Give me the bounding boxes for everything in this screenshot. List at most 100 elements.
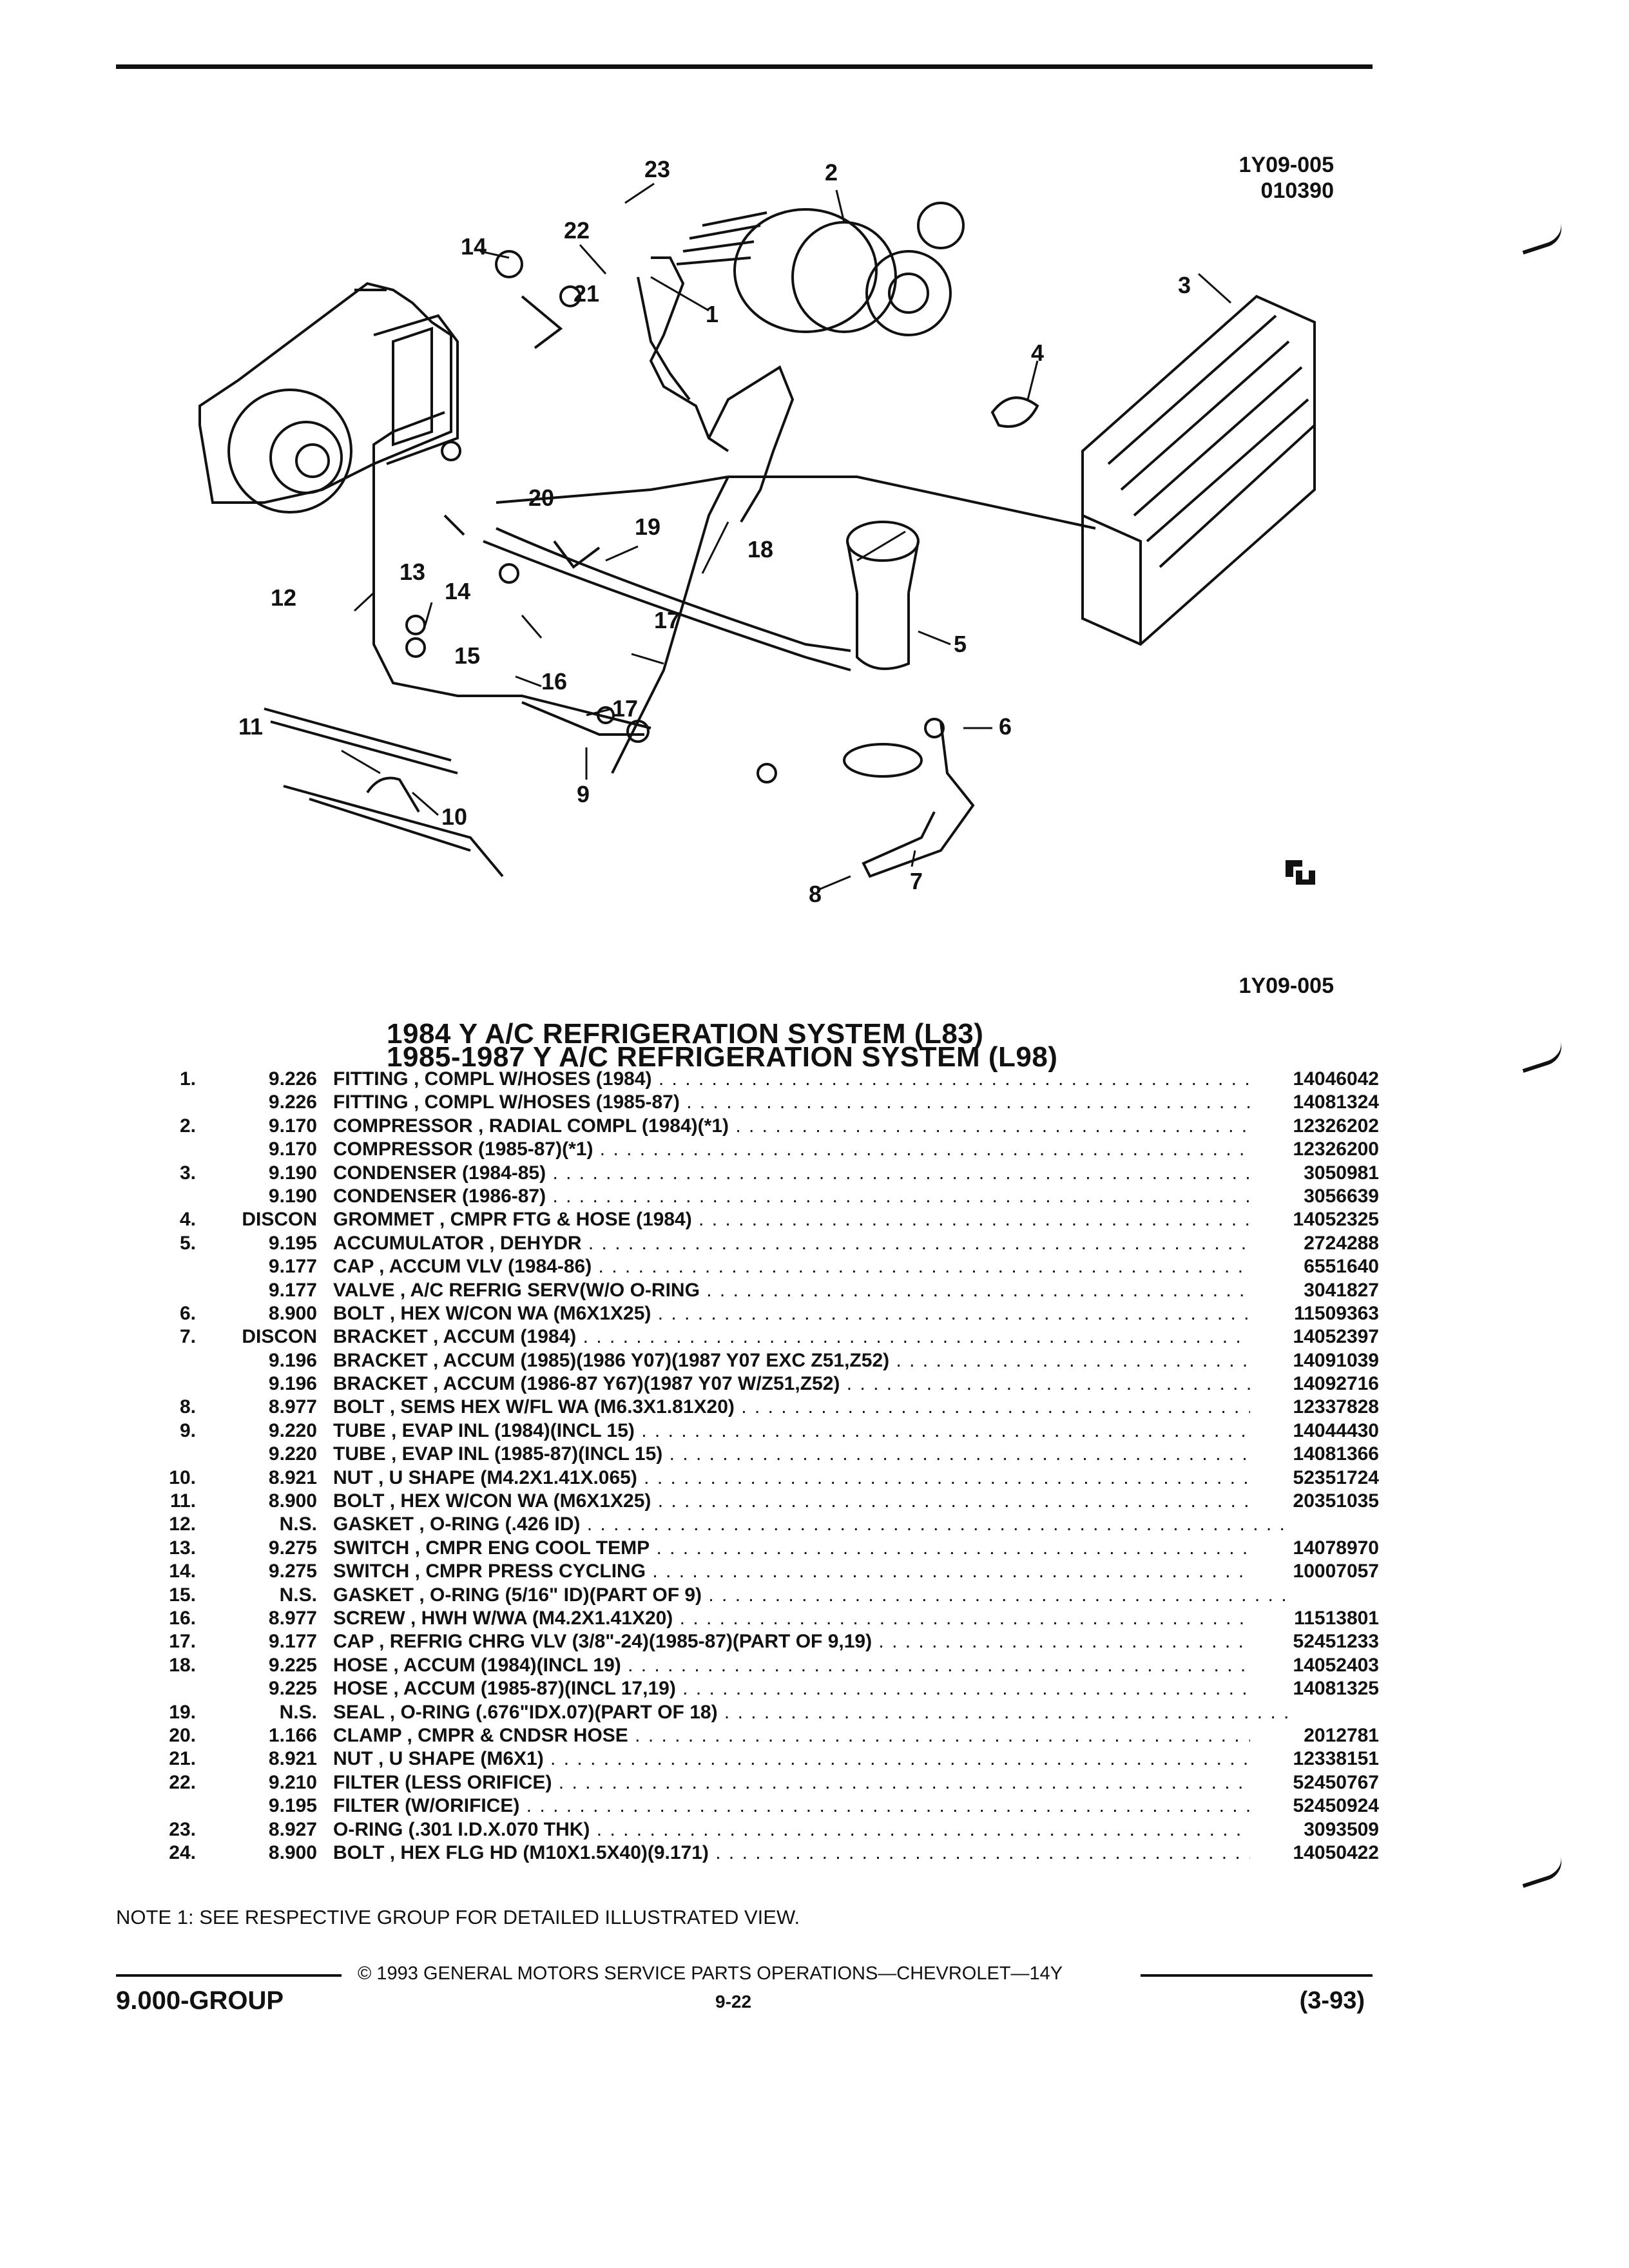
group-number: 9.196 [268, 1349, 317, 1371]
fitting-hoses [649, 256, 729, 452]
group-number: 9.195 [268, 1795, 317, 1817]
section-title-1985-1987: 1985-1987 Y A/C REFRIGERATION SYSTEM (L9… [387, 1041, 1058, 1073]
callout-1: 1 [706, 301, 718, 327]
callout-10: 10 [441, 803, 467, 830]
ref-number: 15. [169, 1584, 196, 1606]
ref-number: 10. [169, 1466, 196, 1488]
ref-number: 22. [169, 1771, 196, 1793]
ref-number: 18. [169, 1654, 196, 1676]
group-number: 9.225 [268, 1678, 317, 1700]
part-number: 12338151 [1250, 1747, 1379, 1771]
group-number: 8.977 [268, 1396, 317, 1418]
accumulator [856, 593, 910, 670]
ref-number: 8. [179, 1396, 196, 1418]
group-number: DISCON [242, 1326, 317, 1348]
part-description: CAP , REFRIG CHRG VLV (3/8"-24)(1985-87)… [333, 1630, 1293, 1653]
page-number: 9-22 [715, 1992, 752, 2012]
figure-code: 1Y09-005 [1239, 974, 1334, 998]
part-description: VALVE , A/C REFRIG SERV(W/O O-RING [333, 1279, 1293, 1302]
group-number: 9.177 [268, 1279, 317, 1301]
part-description: BRACKET , ACCUM (1986-87 Y67)(1987 Y07 W… [333, 1372, 1293, 1396]
table-row: 9.196 BRACKET , ACCUM (1986-87 Y67)(1987 … [116, 1372, 1379, 1396]
table-row: 19. N.S. SEAL , O-RING (.676"IDX.07)(PART … [116, 1701, 1379, 1724]
part-number: 3093509 [1250, 1818, 1379, 1841]
part-description: FITTING , COMPL W/HOSES (1984) [333, 1068, 1293, 1091]
part-description: GASKET , O-RING (5/16" ID)(PART OF 9) [333, 1584, 1293, 1607]
part-description: COMPRESSOR (1985-87)(*1) [333, 1138, 1293, 1161]
ref-number: 23. [169, 1818, 196, 1840]
part-description: HOSE , ACCUM (1984)(INCL 19) [333, 1654, 1293, 1677]
part-description: BOLT , HEX W/CON WA (M6X1X25) [333, 1490, 1293, 1513]
callout-11: 11 [238, 713, 263, 740]
footer-rule-right [1141, 1974, 1373, 1977]
group-number: 8.927 [268, 1818, 317, 1840]
ref-number: 5. [179, 1232, 196, 1254]
part-number: 3041827 [1250, 1278, 1379, 1302]
table-row: 9.177 VALVE , A/C REFRIG SERV(W/O O-RING3… [116, 1278, 1379, 1302]
accumulator-hose [483, 540, 851, 671]
part-description: COMPRESSOR , RADIAL COMPL (1984)(*1) [333, 1115, 1293, 1138]
group-number: N.S. [279, 1584, 317, 1606]
ref-number: 2. [179, 1115, 196, 1137]
group-number: 9.190 [268, 1185, 317, 1207]
group-number: 8.921 [268, 1748, 317, 1770]
part-number: 12337828 [1250, 1396, 1379, 1419]
evap-inlet-tube [372, 411, 651, 729]
callout-14-top: 14 [461, 233, 487, 260]
group-number: 9.220 [268, 1419, 317, 1441]
ref-number: 3. [179, 1162, 196, 1184]
callout-17: 17 [612, 695, 638, 722]
callout-14: 14 [445, 578, 470, 604]
group-number: 9.220 [268, 1443, 317, 1465]
group-number: 9.190 [268, 1162, 317, 1184]
part-number: 12326200 [1250, 1138, 1379, 1162]
part-description: GROMMET , CMPR FTG & HOSE (1984) [333, 1208, 1293, 1231]
ref-number: 9. [179, 1419, 196, 1441]
table-row: 15. N.S. GASKET , O-RING (5/16" ID)(PART O… [116, 1584, 1379, 1607]
section-title-1984: 1984 Y A/C REFRIGERATION SYSTEM (L83) [387, 1018, 984, 1050]
table-row: 12.N.S.GASKET , O-RING (.426 ID) [116, 1513, 1379, 1536]
group-number: DISCON [242, 1209, 317, 1231]
part-number: 12326202 [1250, 1114, 1379, 1138]
part-description: O-RING (.301 I.D.X.070 THK) [333, 1818, 1293, 1841]
ref-number: 19. [169, 1701, 196, 1723]
callout-5: 5 [954, 631, 967, 657]
binding-mark-3 [1518, 1855, 1566, 1888]
table-row: 23. 8.927 O-RING (.301 I.D.X.070 THK)30935… [116, 1818, 1379, 1841]
part-number: 14078970 [1250, 1536, 1379, 1560]
group-number: 9.195 [268, 1232, 317, 1254]
part-number: 52451233 [1250, 1630, 1379, 1654]
ref-number: 17. [169, 1631, 196, 1653]
part-description: BRACKET , ACCUM (1985)(1986 Y07)(1987 Y0… [333, 1349, 1293, 1372]
callout-15: 15 [454, 642, 480, 669]
part-number: 52450924 [1250, 1794, 1379, 1818]
part-number: 14052397 [1250, 1325, 1379, 1349]
part-description: CLAMP , CMPR & CNDSR HOSE [333, 1724, 1293, 1747]
group-number: 9.196 [268, 1373, 317, 1395]
callout-18: 17 [654, 607, 680, 633]
group-number: 1.166 [268, 1724, 317, 1746]
group-label: 9.000-GROUP [116, 1986, 284, 2015]
part-description: SEAL , O-RING (.676"IDX.07)(PART OF 18) [333, 1701, 1293, 1724]
part-description: SCREW , HWH W/WA (M4.2X1.41X20) [333, 1607, 1293, 1630]
group-number: N.S. [279, 1701, 317, 1723]
part-description: BOLT , HEX W/CON WA (M6X1X25) [333, 1302, 1293, 1325]
binding-mark-1 [1518, 222, 1566, 255]
part-number: 14081325 [1250, 1677, 1379, 1701]
copyright: © 1993 GENERAL MOTORS SERVICE PARTS OPER… [358, 1963, 1063, 1984]
note: NOTE 1: SEE RESPECTIVE GROUP FOR DETAILE… [116, 1906, 800, 1928]
group-number: 8.977 [268, 1607, 317, 1629]
part-number: 11509363 [1250, 1302, 1379, 1325]
callout-2: 2 [825, 159, 838, 186]
